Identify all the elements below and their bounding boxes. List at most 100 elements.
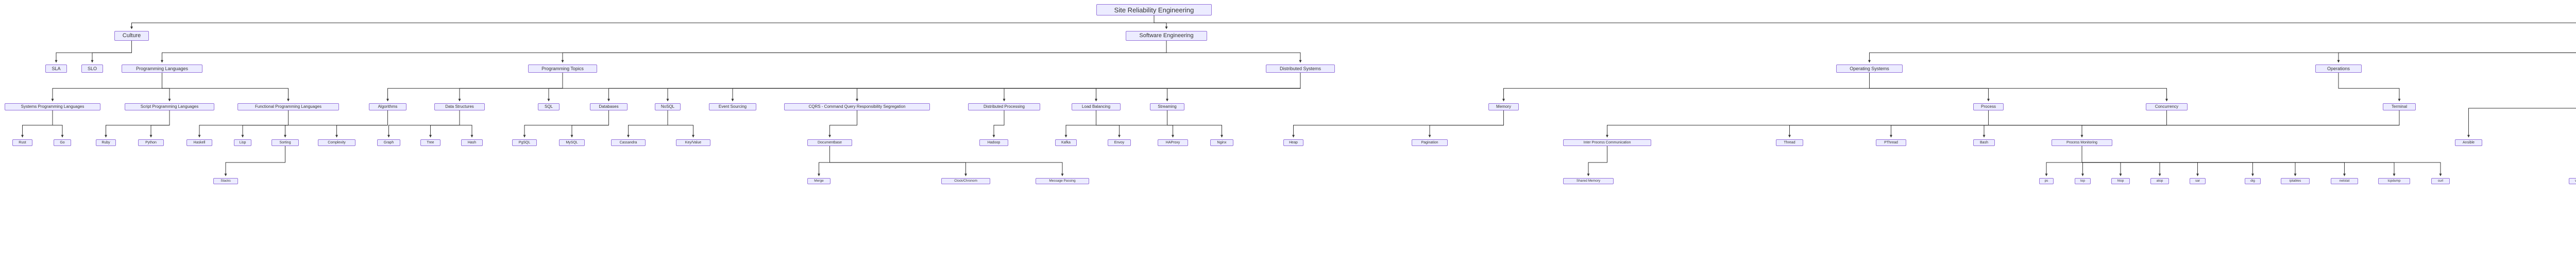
tree-node[interactable]: Bash bbox=[1973, 139, 1995, 146]
tree-node[interactable]: Culture bbox=[114, 31, 149, 41]
tree-edge bbox=[2467, 108, 2576, 138]
tree-node[interactable]: htop bbox=[2111, 178, 2130, 184]
tree-node[interactable]: Streaming bbox=[1150, 103, 1184, 110]
tree-node[interactable]: Software Engineering bbox=[1126, 31, 1207, 41]
tree-node[interactable]: Process Monitoring bbox=[2052, 139, 2112, 146]
tree-node[interactable]: Haskell bbox=[187, 139, 212, 146]
tree-edge bbox=[1064, 110, 1096, 138]
tree-node[interactable]: dig bbox=[2245, 178, 2261, 184]
tree-edge bbox=[2081, 146, 2161, 176]
tree-node[interactable]: Algorithms bbox=[369, 103, 406, 110]
tree-node[interactable]: Pagination bbox=[1412, 139, 1448, 146]
tree-node[interactable]: Sorting bbox=[272, 139, 299, 146]
tree-node[interactable]: Databases bbox=[590, 103, 628, 110]
tree-node[interactable]: Operations bbox=[2315, 64, 2362, 73]
tree-node[interactable]: Inter Process Communication bbox=[1563, 139, 1651, 146]
tree-node[interactable]: ps bbox=[2039, 178, 2054, 184]
tree-node[interactable]: Kafka bbox=[1055, 139, 1077, 146]
tree-edge bbox=[1003, 73, 1301, 102]
tree-node[interactable]: Go bbox=[54, 139, 71, 146]
tree-node[interactable]: Memory bbox=[1488, 103, 1519, 110]
tree-node[interactable]: Operating Systems bbox=[1836, 64, 1903, 73]
tree-node[interactable]: Key/Value bbox=[676, 139, 710, 146]
tree-node[interactable]: SLO bbox=[81, 64, 103, 73]
tree-node[interactable]: Cassandra bbox=[611, 139, 646, 146]
tree-node[interactable]: Programming Topics bbox=[528, 64, 597, 73]
tree-edge bbox=[829, 146, 1064, 176]
tree-edge bbox=[1096, 110, 1121, 138]
tree-node[interactable]: Lisp bbox=[234, 139, 251, 146]
tree-node[interactable]: netstat bbox=[2331, 178, 2358, 184]
tree-node[interactable]: HAProxy bbox=[1158, 139, 1188, 146]
tree-node[interactable]: MySQL bbox=[559, 139, 585, 146]
tree-node[interactable]: tcpdump bbox=[2378, 178, 2410, 184]
tree-edge bbox=[55, 41, 132, 63]
tree-node[interactable]: Message Passing bbox=[1036, 178, 1089, 184]
tree-node[interactable]: Functional Programming Languages bbox=[238, 103, 339, 110]
tree-node[interactable]: SQL bbox=[538, 103, 560, 110]
tree-node[interactable]: Terminal bbox=[2383, 103, 2416, 110]
tree-edge bbox=[52, 110, 64, 138]
tree-node[interactable]: SLA bbox=[45, 64, 67, 73]
tree-node[interactable]: Programming Languages bbox=[122, 64, 202, 73]
tree-edge bbox=[429, 110, 460, 138]
tree-edge bbox=[2081, 146, 2199, 176]
tree-node[interactable]: CQRS - Command Query Responsibility Segr… bbox=[784, 103, 930, 110]
tree-node[interactable]: Merge bbox=[807, 178, 831, 184]
tree-node[interactable]: Systems Programming Languages bbox=[5, 103, 100, 110]
tree-node[interactable]: Graph bbox=[377, 139, 400, 146]
tree-node[interactable]: Distributed Systems bbox=[1266, 64, 1335, 73]
tree-node[interactable]: PgSQL bbox=[512, 139, 537, 146]
tree-node[interactable]: Nginx bbox=[1210, 139, 1233, 146]
tree-edge bbox=[547, 73, 1301, 102]
tree-node[interactable]: Envoy bbox=[1108, 139, 1131, 146]
tree-node[interactable]: Thread bbox=[1776, 139, 1803, 146]
tree-node[interactable]: Python bbox=[138, 139, 164, 146]
tree-edge bbox=[2081, 146, 2346, 176]
tree-edge bbox=[224, 146, 285, 176]
tree-node[interactable]: iptables bbox=[2281, 178, 2310, 184]
tree-node[interactable]: Shared Memory bbox=[1563, 178, 1614, 184]
tree-edge bbox=[2081, 146, 2297, 176]
tree-edge bbox=[459, 110, 473, 138]
tree-node[interactable]: Clock/Chronom bbox=[941, 178, 990, 184]
tree-node[interactable]: Process bbox=[1973, 103, 2004, 110]
tree-edge bbox=[335, 110, 388, 138]
tree-node[interactable]: sar bbox=[2190, 178, 2206, 184]
tree-node[interactable]: curl bbox=[2431, 178, 2450, 184]
tree-node[interactable]: Concurrency bbox=[2146, 103, 2188, 110]
tree-edge bbox=[2338, 73, 2401, 102]
tree-node[interactable]: Complexity bbox=[318, 139, 355, 146]
tree-node[interactable]: Tree bbox=[420, 139, 440, 146]
tree-edge bbox=[561, 41, 1167, 63]
tree-edge bbox=[241, 110, 289, 138]
tree-node[interactable]: vim bbox=[2569, 178, 2576, 184]
tree-node[interactable]: Stacks bbox=[213, 178, 238, 184]
tree-node[interactable]: Documentbase bbox=[807, 139, 852, 146]
tree-node[interactable]: top bbox=[2075, 178, 2091, 184]
tree-node[interactable]: Distributed Processing bbox=[968, 103, 1040, 110]
tree-edge bbox=[627, 110, 668, 138]
tree-node[interactable]: Script Programming Languages bbox=[125, 103, 214, 110]
tree-edge bbox=[1166, 41, 1302, 63]
tree-edge bbox=[1502, 73, 1870, 102]
tree-node[interactable]: Hash bbox=[461, 139, 483, 146]
tree-node[interactable]: Ansible bbox=[2455, 139, 2482, 146]
tree-node[interactable]: Load Balancing bbox=[1072, 103, 1121, 110]
tree-edge bbox=[1868, 52, 2576, 63]
tree-node[interactable]: PThread bbox=[1876, 139, 1906, 146]
tree-node[interactable]: Hadoop bbox=[979, 139, 1008, 146]
tree-node[interactable]: Event Sourcing bbox=[709, 103, 756, 110]
tree-edge bbox=[21, 110, 53, 138]
tree-node[interactable]: atop bbox=[2150, 178, 2169, 184]
tree-edge bbox=[607, 73, 1301, 102]
tree-node[interactable]: Heap bbox=[1283, 139, 1303, 146]
tree-node[interactable]: NoSQL bbox=[655, 103, 681, 110]
tree-node[interactable]: Rust bbox=[12, 139, 32, 146]
tree-node[interactable]: Site Reliability Engineering bbox=[1096, 4, 1212, 15]
tree-edge bbox=[1788, 110, 2167, 138]
tree-edge bbox=[1154, 15, 2576, 23]
tree-node[interactable]: Ruby bbox=[96, 139, 116, 146]
tree-node[interactable]: Data Structures bbox=[434, 103, 485, 110]
